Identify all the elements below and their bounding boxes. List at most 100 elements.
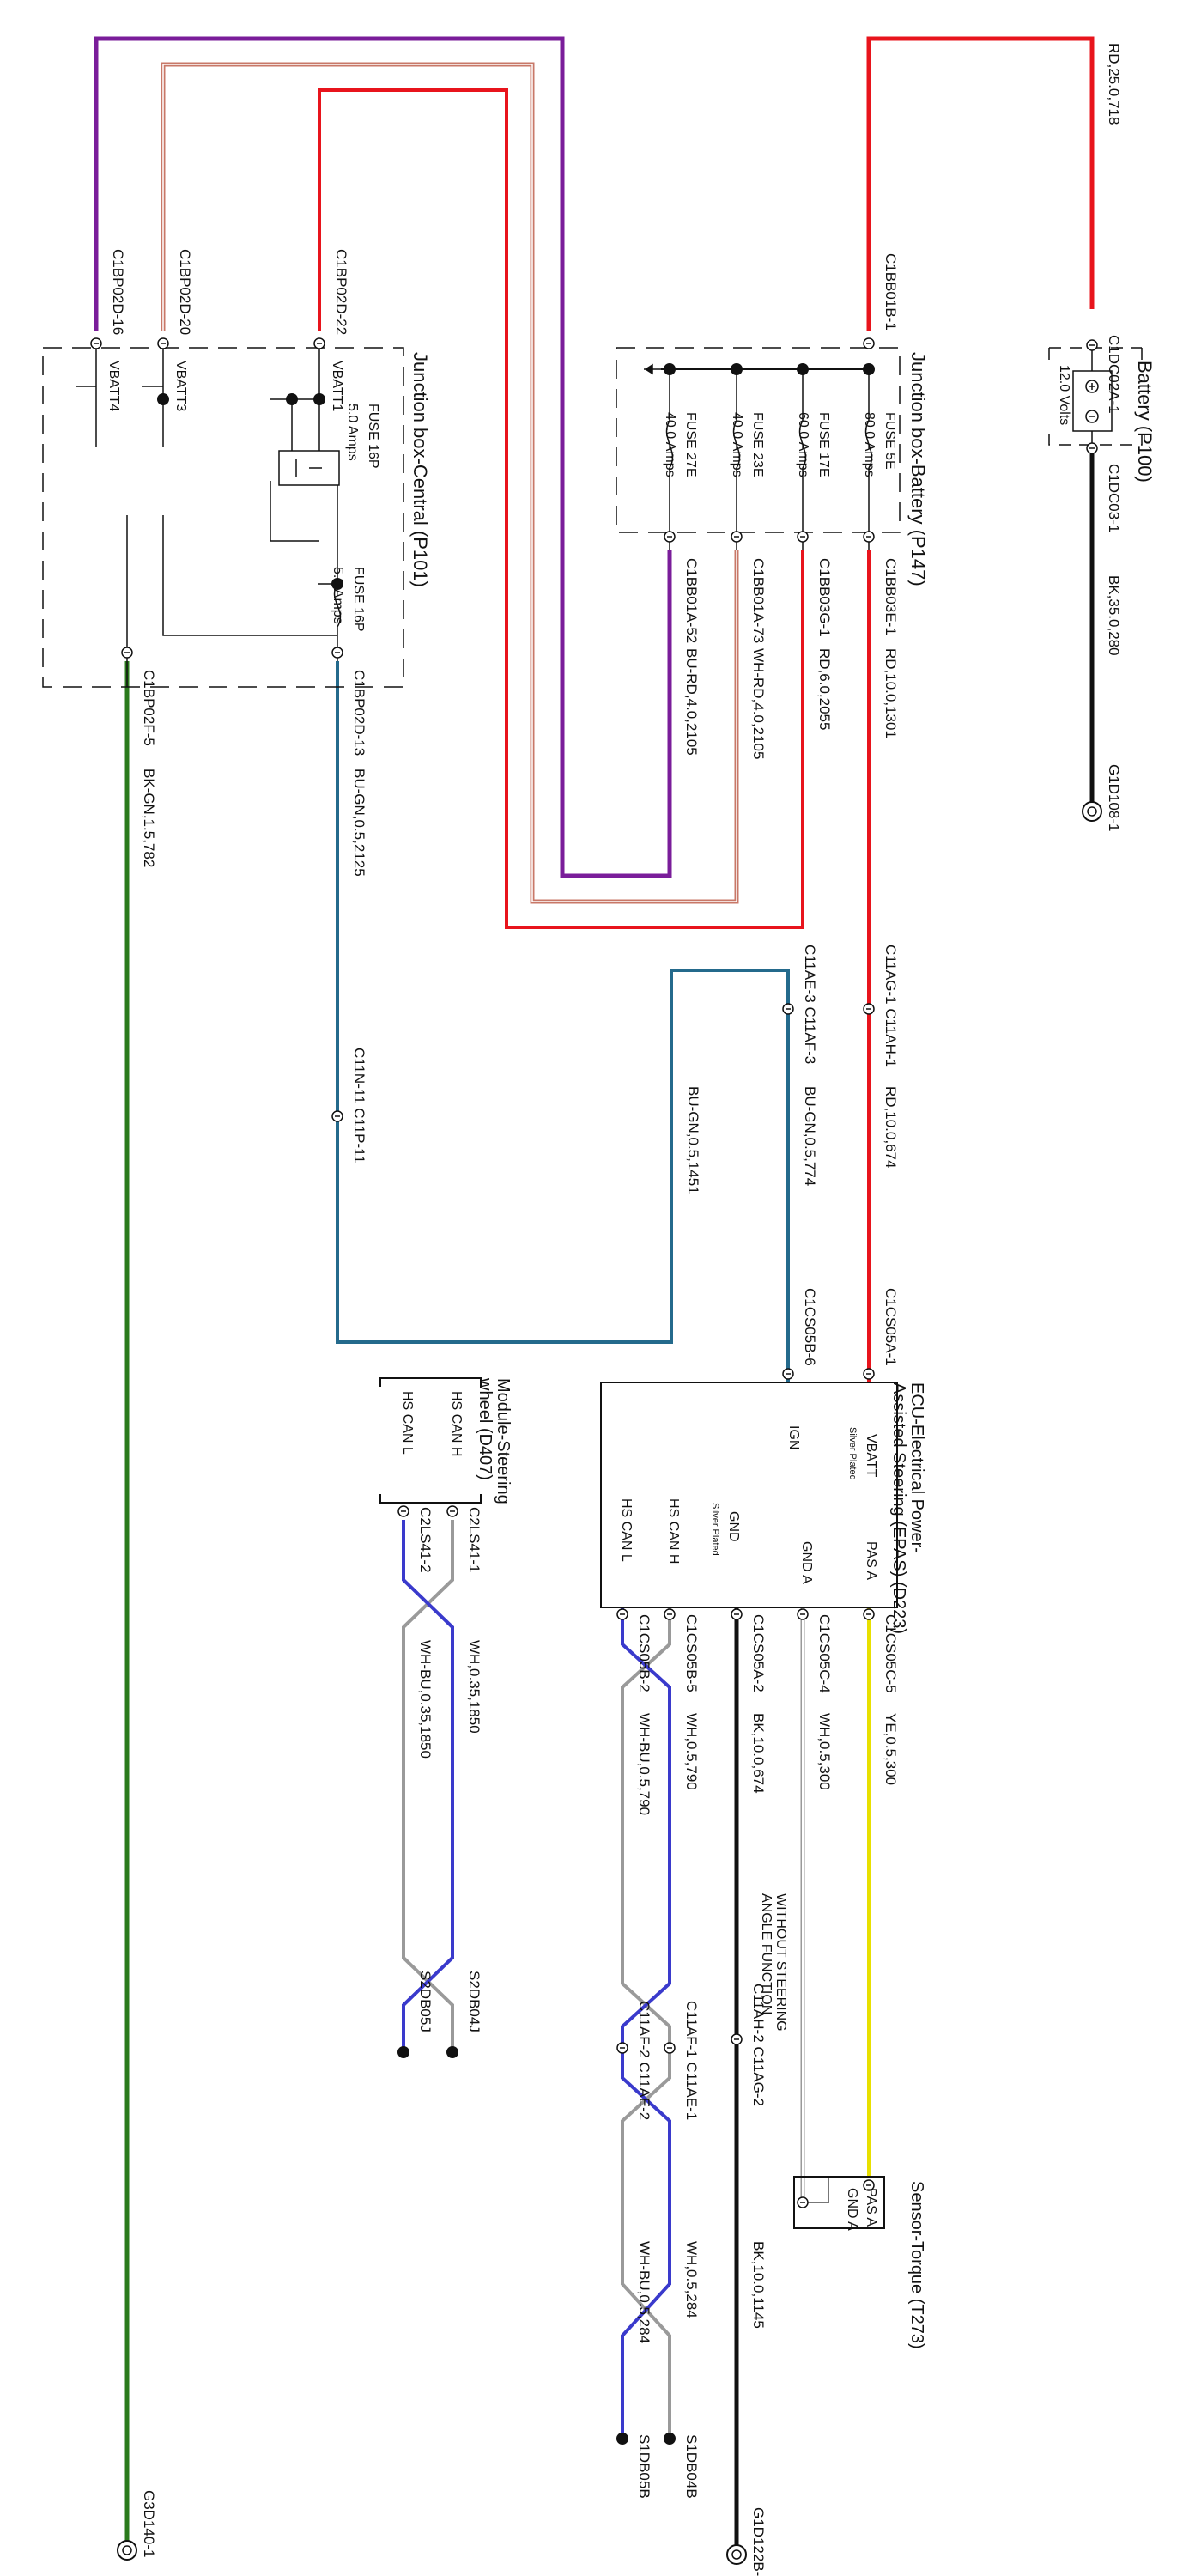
- label-fuse-23e-pin: C1BB01A-73: [750, 558, 767, 643]
- label-ecu-ign: IGN: [786, 1425, 801, 1449]
- label-fuse-17e-amps: 60.0 Amps: [796, 412, 810, 477]
- label-fuse-23e-wire: WH-RD,4.0,2105: [750, 648, 767, 759]
- wire-sw-can-l[interactable]: [402, 1520, 454, 2052]
- wire-fuse16p-ecu-ign[interactable]: [336, 661, 790, 1382]
- junction-dot: [664, 363, 676, 375]
- label-can-mid-l: C11AF-2 C11AE-2: [636, 2001, 652, 2120]
- junction-dots: [157, 363, 875, 2445]
- label-splice-s1db05b: S1DB05B: [636, 2434, 652, 2499]
- label-ecu-vbatt: VBATT: [864, 1434, 878, 1478]
- label-fuse-23e-amps: 40.0 Amps: [730, 412, 744, 477]
- label-fuse-5e-wire: RD,10.0,1301: [883, 648, 899, 738]
- label-bat-neg-wire: BK,35.0,280: [1106, 575, 1122, 656]
- wire-sw-can-h[interactable]: [402, 1520, 454, 2052]
- wire-fuse23e-vbatt3[interactable]: [161, 62, 739, 904]
- label-fuse-27e-amps: 40.0 Amps: [663, 412, 677, 477]
- label-ign-mid-a: C11AE-3 C11AF-3: [802, 945, 818, 1064]
- connectors: [90, 337, 1098, 2208]
- ground-icon: [726, 2544, 747, 2565]
- label-ecu-conn-canh: C1CS05B-5: [683, 1614, 700, 1692]
- label-ign-long-wire: BU-GN,0.5,1451: [685, 1086, 701, 1194]
- label-sw-splice-h: S2DB04J: [466, 1971, 482, 2032]
- label-ecu-gnd: GND: [726, 1511, 741, 1542]
- label-fuse-5e-pin: C1BB03E-1: [883, 558, 899, 635]
- fuse-23e-symbol: [732, 420, 741, 485]
- label-splice-s1db04b: S1DB04B: [683, 2434, 700, 2499]
- label-torque-gnd-a: GND A: [845, 2188, 859, 2231]
- label-bat-pos-pin: C1DC02A-1: [1106, 335, 1122, 414]
- label-gnd-wire2: BK,10.0,1145: [750, 2241, 767, 2329]
- label-ecu-conn-pas: C1CS05C-5: [883, 1614, 899, 1693]
- label-ecu-conn-gnda: C1CS05C-4: [816, 1614, 833, 1693]
- label-fuse-23e: FUSE 23E: [750, 412, 765, 477]
- grounds: [117, 801, 1102, 2565]
- junction-dot: [397, 2046, 410, 2058]
- label-bat-neg-pin: C1DC03-1: [1106, 464, 1122, 532]
- junction-dot: [286, 393, 298, 405]
- junction-dot: [863, 363, 875, 375]
- junction-dot: [446, 2046, 458, 2058]
- boxes: [42, 347, 1143, 2229]
- label-fuse-16p-amps: 5.0 Amps: [345, 404, 360, 461]
- wire-torque-gnda: [807, 2177, 829, 2203]
- label-ecu-title: ECU-Electrical Power-Assisted Steering (…: [889, 1382, 926, 1634]
- label-jbc-fuse-wire: BU-GN,0.5,2125: [351, 769, 367, 877]
- label-vbatt3: VBATT3: [173, 361, 188, 411]
- jb-central-box: [42, 347, 404, 688]
- label-vbatt-mid-wire: RD,10.0,674: [883, 1086, 899, 1168]
- label-ecu-vbatt-sub: Silver Plated: [847, 1427, 858, 1480]
- label-gnda-wire: WH,0.5,300: [816, 1713, 833, 1790]
- label-ecu-pas-a: PAS A: [864, 1541, 878, 1580]
- label-jbc-fuse-pin: C1BP02D-13: [351, 670, 367, 756]
- label-ecu-conn-canl: C1CS05B-2: [636, 1614, 652, 1692]
- label-gnd-wire: BK,10.0,674: [750, 1713, 767, 1794]
- ground-icon: [1082, 801, 1102, 822]
- label-torque-pas-a: PAS A: [864, 2188, 878, 2227]
- label-canh-wire: WH,0.5,790: [683, 1713, 700, 1790]
- label-sw-wire-l: WH-BU,0.35,1850: [417, 1640, 434, 1759]
- label-steering-title: Module-Steeringwheel (D407): [476, 1377, 513, 1504]
- junction-dot: [664, 2433, 676, 2445]
- wire-can-h[interactable]: [621, 1607, 671, 2439]
- junction-dot: [616, 2433, 628, 2445]
- fuse-5e-symbol: [864, 420, 873, 485]
- label-fuse-16p-2: FUSE 16P: [351, 567, 366, 632]
- label-ecu-gnd-a: GND A: [799, 1541, 814, 1584]
- label-sw-conn-h: C2LS41-1: [466, 1507, 482, 1573]
- label-sw-pin-l: HS CAN L: [400, 1391, 415, 1455]
- label-canh-wire2: WH,0.5,284: [683, 2241, 700, 2318]
- label-ign-mid-b: C11N-11 C11P-11: [351, 1048, 367, 1163]
- label-vbatt-mid-pins: C11AG-1 C11AH-1: [883, 945, 899, 1067]
- label-fuse-5e-amps: 80.0 Amps: [862, 412, 877, 477]
- wire-fuse27e-vbatt4[interactable]: [94, 36, 672, 878]
- label-jbc-pin-16: C1BP02D-16: [110, 249, 126, 335]
- label-ecu-conn-ign: C1CS05B-6: [802, 1288, 818, 1366]
- label-gnd-ground: G1D122B-1: [750, 2507, 767, 2576]
- label-jbc-gnd-pin: C1BP02F-5: [141, 670, 157, 746]
- jb-central-inner: [162, 481, 337, 636]
- label-fuse-27e-pin: C1BB01A-52: [683, 558, 700, 643]
- label-jbc-pin-20: C1BP02D-20: [177, 249, 193, 335]
- label-torque-title: Sensor-Torque (T273): [907, 2181, 926, 2349]
- fuse-17e-symbol: [798, 420, 807, 485]
- label-battery-title: Battery (P100): [1134, 361, 1156, 483]
- label-ecu-conn-vbatt: C1CS05A-1: [883, 1288, 899, 1366]
- label-ecu-can-l: HS CAN L: [619, 1498, 634, 1562]
- wire-battery-positive[interactable]: [866, 36, 1095, 331]
- label-canl-wire2: WH-BU,0.5,284: [636, 2241, 652, 2343]
- label-jb-central-title: Junction box-Central (P101): [410, 352, 431, 587]
- junction-dot: [797, 363, 809, 375]
- label-fuse-27e: FUSE 27E: [683, 412, 698, 477]
- label-sw-wire-h: WH,0.35,1850: [466, 1640, 482, 1734]
- wire-fuse17e-vbatt1[interactable]: [318, 88, 804, 929]
- label-fuse-5e: FUSE 5E: [883, 412, 897, 470]
- label-canl-wire: WH-BU,0.5,790: [636, 1713, 652, 1815]
- label-battery-volts: 12.0 Volts: [1057, 365, 1071, 425]
- vbatt-bus: [95, 348, 320, 404]
- label-fuse-27e-wire: BU-RD,4.0,2105: [683, 648, 700, 756]
- torque-sensor-box: [793, 2176, 885, 2229]
- label-gnd-mid-pins: C11AH-2 C11AG-2: [750, 1984, 767, 2106]
- wire-fuse23e-vbatt3-inner: [162, 64, 737, 902]
